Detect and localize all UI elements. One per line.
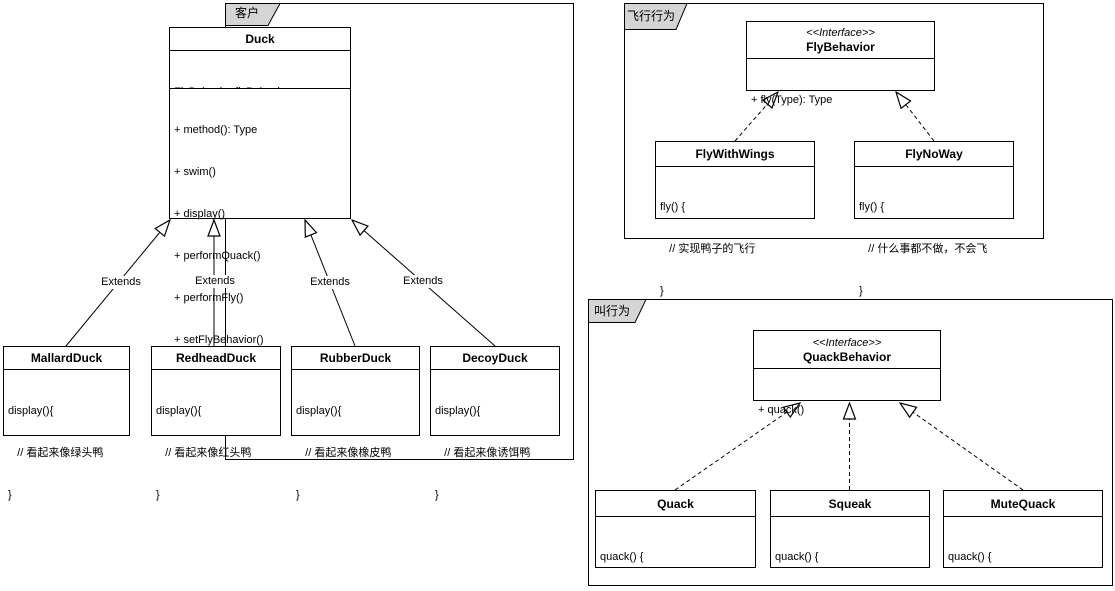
method-line: + performFly() xyxy=(174,292,244,304)
class-redheadduck-body: display(){ // 看起来像红头鸭 } xyxy=(152,370,280,530)
class-duck-fields: FlyBehavior flyBehavior QuackBehavior qu… xyxy=(170,51,350,89)
class-mutequack-body: quack() { // 什么事都不做，不会叫 } xyxy=(944,517,1102,591)
code-line: // 看起来像红头鸭 xyxy=(156,447,252,459)
code-line: display(){ xyxy=(156,405,202,417)
method-line: + fly(Type): Type xyxy=(751,94,833,106)
method-line: + quack() xyxy=(758,404,805,416)
class-duck-title: Duck xyxy=(170,28,350,51)
class-squeak: Squeak quack() { // 橡皮鸭吱吱叫 } xyxy=(770,490,930,568)
extends-label-decoy: Extends xyxy=(400,275,446,288)
class-mallardduck-body: display(){ // 看起来像绿头鸭 } xyxy=(4,370,129,530)
code-line: quack() { xyxy=(948,551,992,563)
code-line: // 什么事都不做，不会飞 xyxy=(859,243,988,255)
interface-flybehavior-title: <<Interface>> FlyBehavior xyxy=(747,22,934,59)
package-fly-label: 飞行行为 xyxy=(626,9,675,23)
method-line: + method(): Type xyxy=(174,124,258,136)
class-flywithwings-title: FlyWithWings xyxy=(656,142,814,167)
class-quack: Quack quack() { // 实现鸭子呱呱叫 } xyxy=(595,490,756,568)
stereotype-label: <<Interface>> xyxy=(806,27,875,39)
extends-label-redhead: Extends xyxy=(192,275,238,288)
code-line: display(){ xyxy=(8,405,54,417)
interface-name: FlyBehavior xyxy=(806,40,875,54)
method-line: + swim() xyxy=(174,166,216,178)
class-flynoway: FlyNoWay fly() { // 什么事都不做，不会飞 } xyxy=(854,141,1014,297)
code-line: } xyxy=(8,489,12,501)
package-quack-tab xyxy=(588,299,647,323)
package-client-tab xyxy=(225,3,281,26)
code-line: } xyxy=(660,285,664,297)
extends-label-rubber: Extends xyxy=(307,276,353,289)
method-line: + setFlyBehavior() xyxy=(174,334,264,346)
class-quack-title: Quack xyxy=(596,491,755,517)
class-squeak-title: Squeak xyxy=(771,491,929,517)
class-duck: Duck FlyBehavior flyBehavior QuackBehavi… xyxy=(169,27,351,430)
interface-quackbehavior-title: <<Interface>> QuackBehavior xyxy=(754,331,940,369)
code-line: display(){ xyxy=(435,405,481,417)
class-rubberduck: RubberDuck display(){ // 看起来像橡皮鸭 } xyxy=(291,346,420,501)
code-line: // 看起来像橡皮鸭 xyxy=(296,447,392,459)
class-quack-body: quack() { // 实现鸭子呱呱叫 } xyxy=(596,517,755,591)
stereotype-label: <<Interface>> xyxy=(812,336,882,349)
interface-flybehavior-methods: + fly(Type): Type xyxy=(747,59,934,135)
implements-line-quack xyxy=(674,403,800,491)
package-fly-tab xyxy=(624,3,688,30)
code-line: // 看起来像诱饵鸭 xyxy=(435,447,531,459)
class-rubberduck-title: RubberDuck xyxy=(292,347,419,370)
implements-line-flynoway xyxy=(896,92,935,142)
implements-line-flywithwings xyxy=(734,92,778,142)
class-mallardduck-title: MallardDuck xyxy=(4,347,129,370)
class-flywithwings: FlyWithWings fly() { // 实现鸭子的飞行 } xyxy=(655,141,815,297)
class-decoyduck: DecoyDuck display(){ // 看起来像诱饵鸭 } xyxy=(430,346,560,501)
interface-flybehavior: <<Interface>> FlyBehavior + fly(Type): T… xyxy=(746,21,935,106)
code-line: } xyxy=(859,285,863,297)
class-decoyduck-title: DecoyDuck xyxy=(431,347,559,370)
class-redheadduck: RedheadDuck display(){ // 看起来像红头鸭 } xyxy=(151,346,281,501)
code-line: quack() { xyxy=(600,551,644,563)
code-line: } xyxy=(156,489,160,501)
package-client-label: 客户 xyxy=(234,6,259,20)
class-mallardduck: MallardDuck display(){ // 看起来像绿头鸭 } xyxy=(3,346,130,501)
interface-name: QuackBehavior xyxy=(802,349,892,364)
code-line: quack() { xyxy=(775,551,819,563)
class-squeak-body: quack() { // 橡皮鸭吱吱叫 } xyxy=(771,517,929,591)
code-line: display(){ xyxy=(296,405,342,417)
class-flywithwings-body: fly() { // 实现鸭子的飞行 } xyxy=(656,167,814,326)
class-rubberduck-body: display(){ // 看起来像橡皮鸭 } xyxy=(292,370,419,530)
code-line: } xyxy=(435,489,439,501)
field-line: FlyBehavior flyBehavior xyxy=(174,85,346,88)
class-mutequack: MuteQuack quack() { // 什么事都不做，不会叫 } xyxy=(943,490,1103,568)
interface-quackbehavior-methods: + quack() xyxy=(754,369,940,445)
package-quack-label: 叫行为 xyxy=(593,304,630,318)
code-line: // 实现鸭子的飞行 xyxy=(660,243,756,255)
code-line: } xyxy=(296,489,300,501)
code-line: // 看起来像绿头鸭 xyxy=(8,447,104,459)
extends-label-mallard: Extends xyxy=(98,276,144,289)
class-decoyduck-body: display(){ // 看起来像诱饵鸭 } xyxy=(431,370,559,530)
code-line: fly() { xyxy=(859,201,885,213)
code-line: fly() { xyxy=(660,201,686,213)
class-flynoway-body: fly() { // 什么事都不做，不会飞 } xyxy=(855,167,1013,326)
method-line: + performQuack() xyxy=(174,250,261,262)
class-mutequack-title: MuteQuack xyxy=(944,491,1102,517)
class-flynoway-title: FlyNoWay xyxy=(855,142,1013,167)
method-line: + display() xyxy=(174,208,226,220)
interface-quackbehavior: <<Interface>> QuackBehavior + quack() xyxy=(753,330,941,416)
class-redheadduck-title: RedheadDuck xyxy=(152,347,280,370)
